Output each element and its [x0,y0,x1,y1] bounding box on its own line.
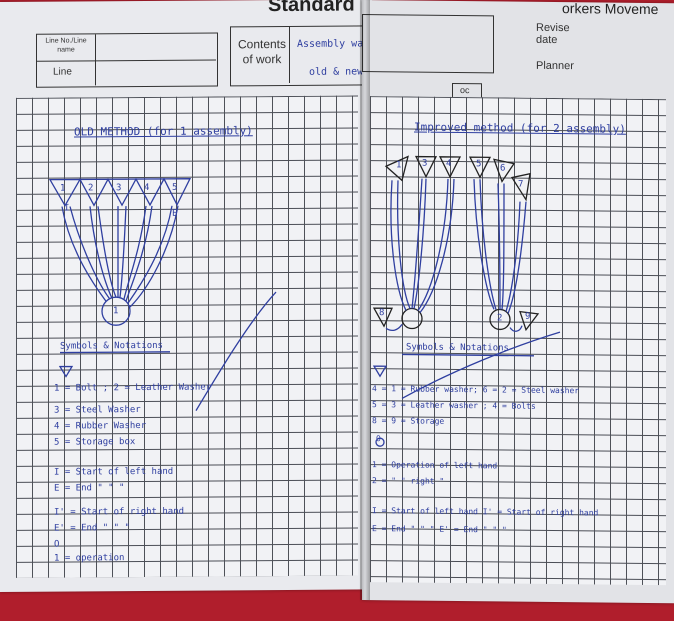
left-legend-5: E = End " " " [54,483,124,493]
right-legend-1: 5 = 3 = Leather washer ; 4 = Bolts [372,400,536,411]
right-symbols-heading: Symbols & Notations [406,342,509,353]
r-station-1: 1 [396,160,401,170]
r-station-6: 6 [500,163,505,173]
left-legend-1: 3 = Steel Washer [54,405,141,416]
left-legend-9: 1 = operation [54,553,124,563]
right-legend-2: 8 = 9 = Storage [372,416,444,426]
r-station-4: 4 [446,159,451,169]
left-page: Standard Line No./Line name Line Content… [0,0,372,592]
left-legend-8: O [54,540,59,550]
start-mark: I [64,204,69,214]
center-station: 1 [113,306,118,316]
right-legend-4: 1 = Operation of left hand [372,460,497,470]
station-2: 2 [88,183,93,193]
old-method-diagram [0,0,372,592]
r-station-5: 5 [476,159,481,169]
r-station-7: 7 [518,180,523,190]
left-legend-6: I' = Start of right hand [54,507,184,518]
binding-gutter [360,0,370,600]
r-station-3: 3 [422,159,427,169]
right-legend-3: O [376,434,381,443]
station-5: 5 [172,183,177,193]
r-station-2: 2 [497,313,502,323]
station-1: 1 [60,184,65,194]
right-page: orkers Moveme Revise date Planner oc Imp… [362,0,674,603]
left-legend-3: 5 = Storage box [54,437,135,448]
left-legend-2: 4 = Rubber Washer [54,421,146,432]
left-legend-7: E' = End " " " [54,523,130,534]
r-station-8: 8 [379,308,384,318]
station-3: 3 [116,183,121,193]
left-legend-4: I = Start of left hand [54,467,173,478]
end-mark: E [172,209,177,219]
left-symbols-heading: Symbols & Notations [60,341,163,352]
left-legend-0: 1 = Bolt ; 2 = Leather Washer [54,383,211,394]
right-legend-7: E = End " " " E' = End " " " [372,524,507,534]
r-station-9: 9 [525,312,530,322]
station-4: 4 [144,183,149,193]
right-legend-5: 2 = " " right " [372,476,444,486]
